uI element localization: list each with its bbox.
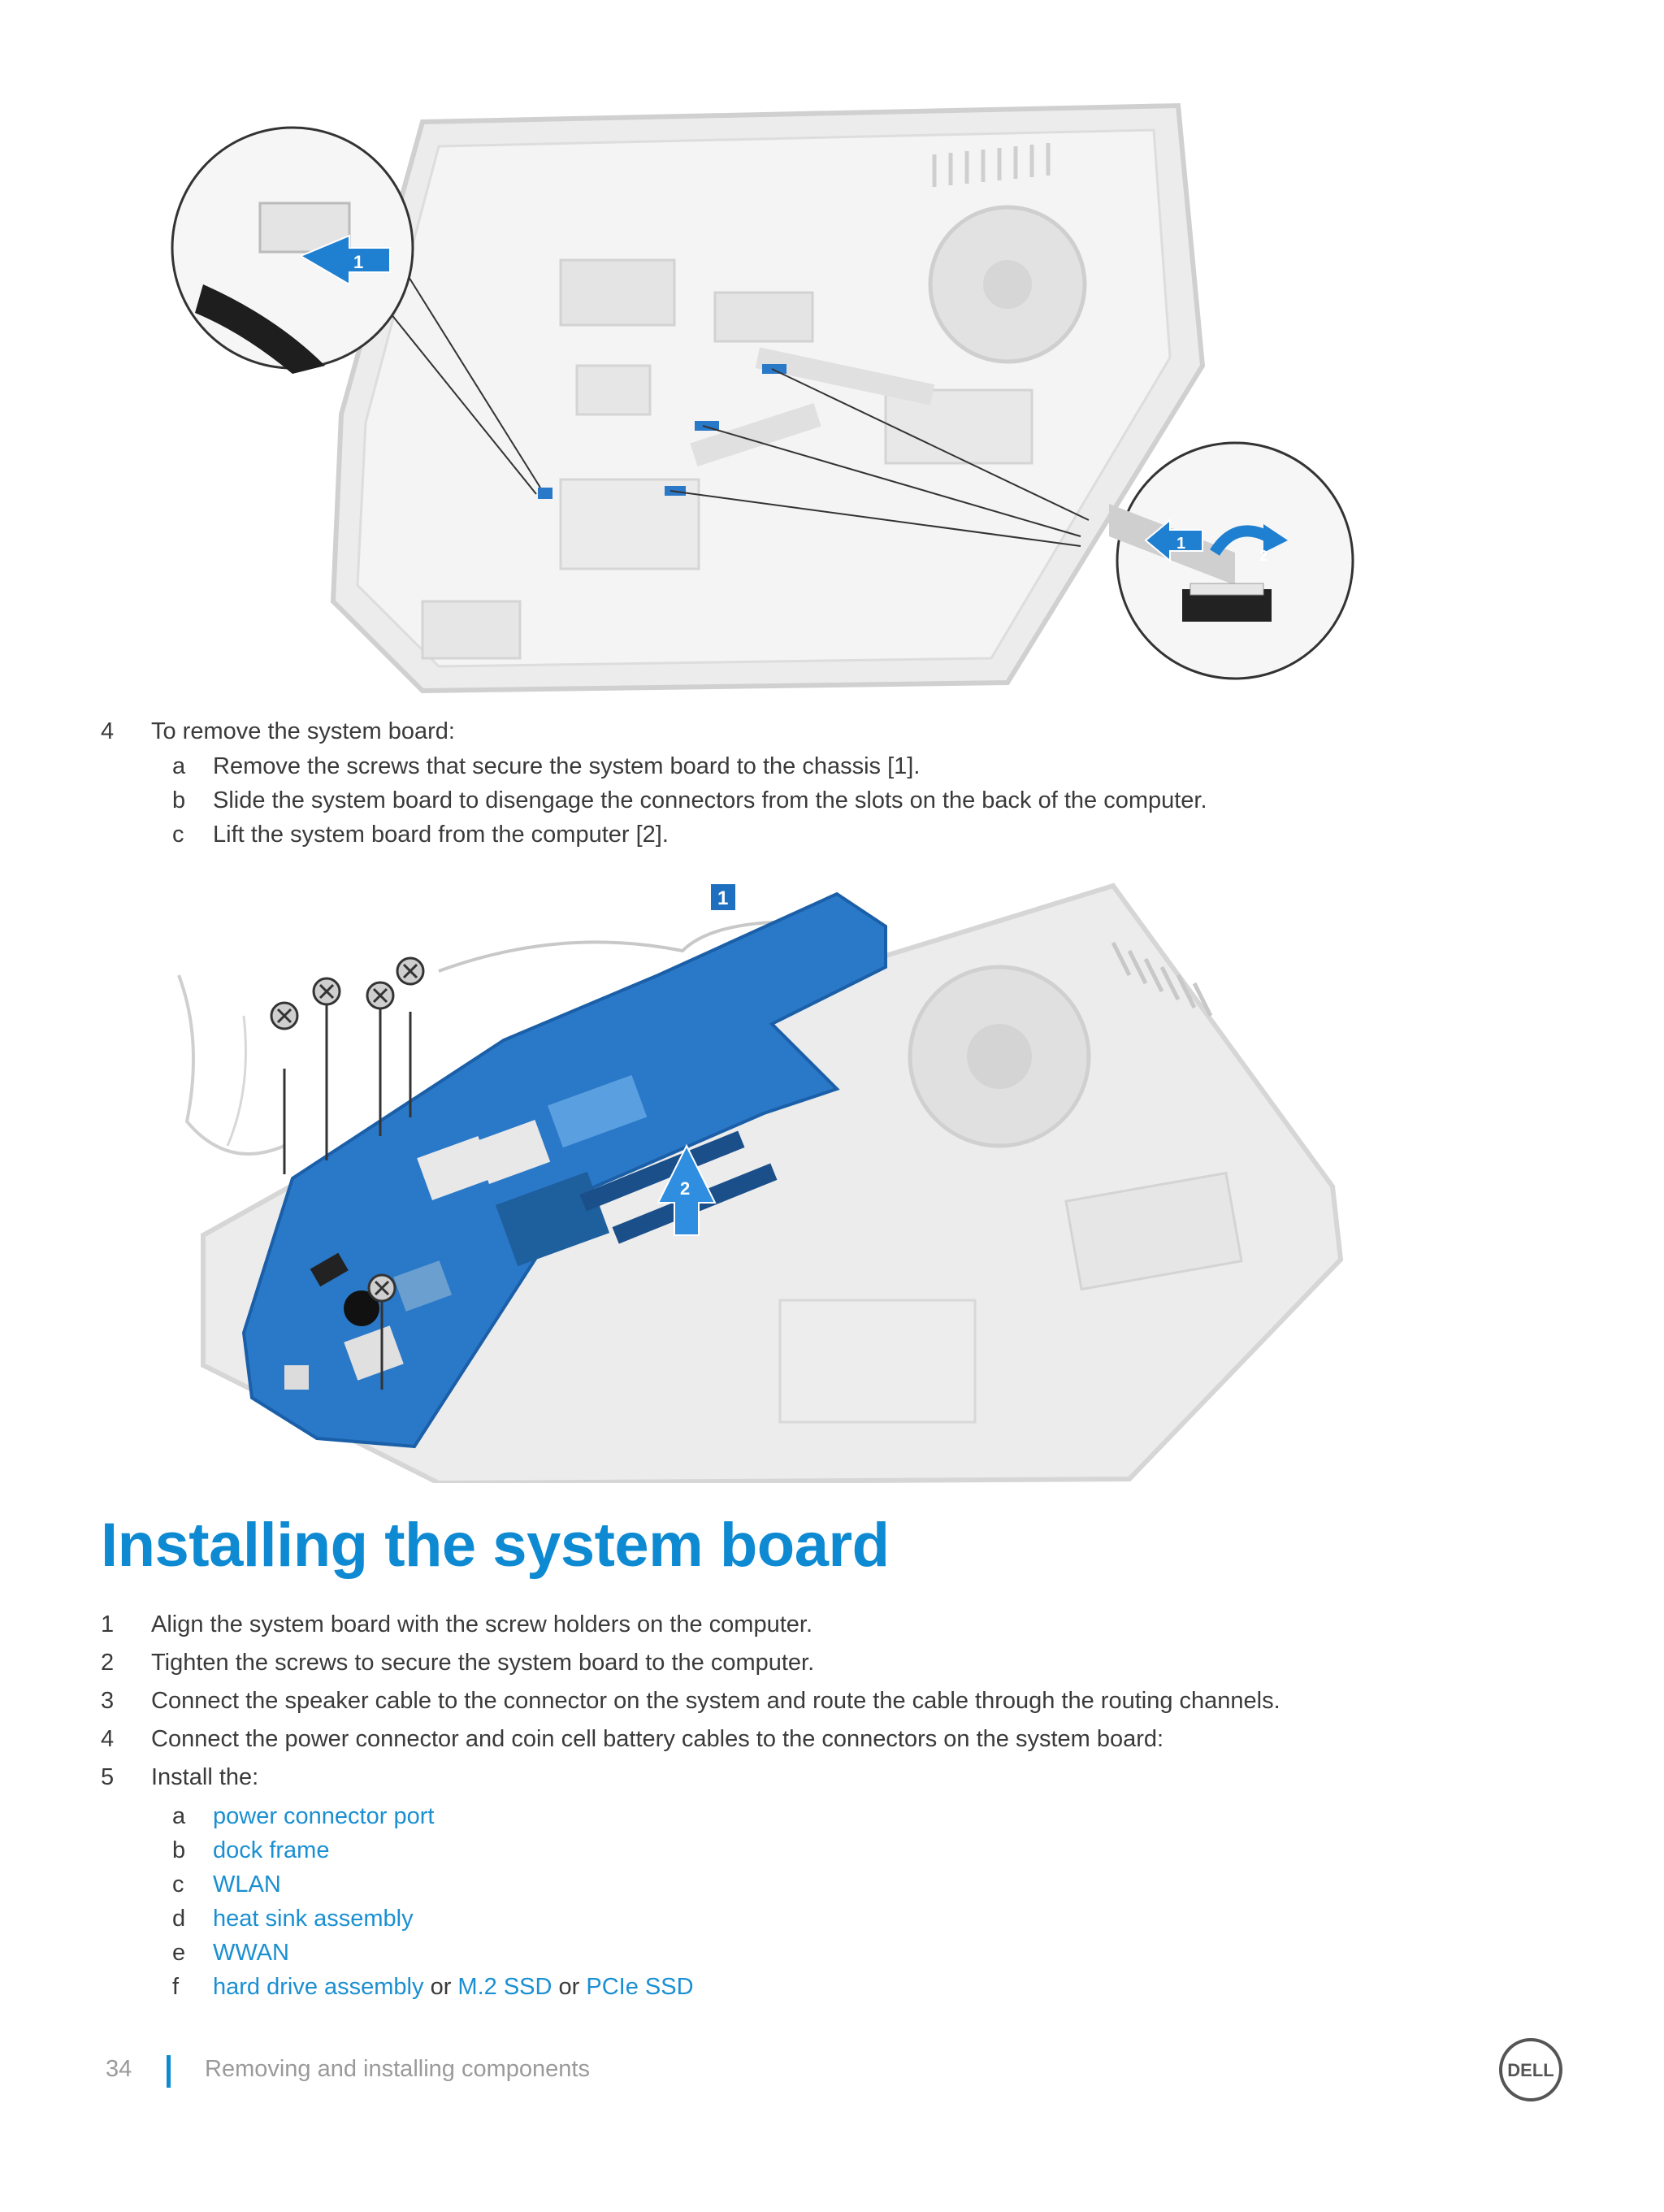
dock-frame-link[interactable]: dock frame [213,1837,330,1863]
step-number: 5 [101,1764,115,1790]
wlan-link[interactable]: WLAN [213,1872,281,1898]
step-number: 4 [101,1726,115,1752]
item-letter: f [172,1974,180,2000]
footer-divider [167,2055,171,2088]
section-title: Installing the system board [101,1511,890,1580]
substep-letter: c [172,822,184,848]
step-number: 1 [101,1611,115,1637]
item-letter: a [172,1803,186,1829]
item-letter: c [172,1872,184,1898]
item-letter: d [172,1906,186,1932]
dell-logo-text: DELL [1507,2060,1554,2080]
callout-label-1b: 1 [1176,535,1185,553]
footer-section-title: Removing and installing components [205,2056,590,2082]
callout-label-2: 2 [680,1178,690,1199]
heat-sink-assembly-link[interactable]: heat sink assembly [213,1906,414,1932]
callout-label-2: 2 [1259,548,1268,564]
step-number: 2 [101,1650,115,1676]
chassis-cable-illustration: 1 1 2 [171,102,1354,694]
item-f-text: hard drive assembly or M.2 SSD or PCIe S… [213,1972,694,2002]
system-board-illustration: 1 2 [177,883,1344,1483]
m2-ssd-link[interactable]: M.2 SSD [457,1974,552,2000]
callout-label-1: 1 [717,887,728,909]
item-letter: e [172,1940,186,1966]
page-number: 34 [106,2056,132,2082]
step-text: Tighten the screws to secure the system … [151,1650,815,1676]
power-connector-port-link[interactable]: power connector port [213,1803,435,1829]
step-text: Connect the speaker cable to the connect… [151,1688,1280,1714]
step-text: Connect the power connector and coin cel… [151,1726,1164,1752]
wwan-link[interactable]: WWAN [213,1940,289,1966]
step-text: Install the: [151,1764,259,1790]
or-separator: or [430,1974,452,2000]
callout-label-1a: 1 [353,252,363,272]
substep-letter: b [172,787,186,813]
or-separator: or [558,1974,580,2000]
substep-text: Lift the system board from the computer … [213,822,669,848]
substep-letter: a [172,753,186,779]
step-number: 3 [101,1688,115,1714]
substep-text: Slide the system board to disengage the … [213,787,1207,813]
item-letter: b [172,1837,186,1863]
step-text: Align the system board with the screw ho… [151,1611,813,1637]
substep-text: Remove the screws that secure the system… [213,753,921,779]
step-number: 4 [101,718,115,744]
step-text: To remove the system board: [151,718,455,744]
hard-drive-assembly-link[interactable]: hard drive assembly [213,1974,424,2000]
pcie-ssd-link[interactable]: PCIe SSD [586,1974,694,2000]
dell-logo-icon: DELL [1499,2038,1562,2101]
